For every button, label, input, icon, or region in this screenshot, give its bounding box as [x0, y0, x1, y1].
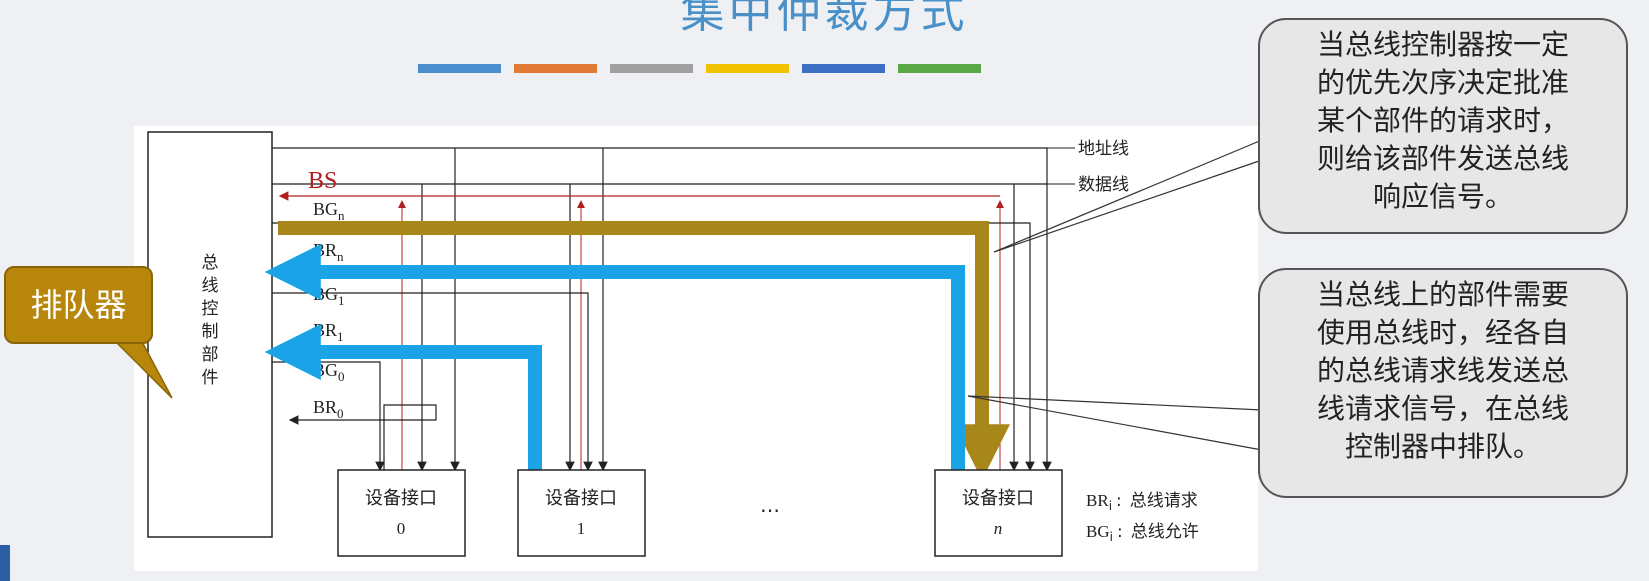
- callout-pointer: [993, 159, 1263, 253]
- side-tab: [0, 545, 10, 581]
- device-index: 1: [577, 519, 586, 538]
- signal-base: BR: [313, 397, 337, 417]
- signal-sub: 1: [337, 329, 344, 344]
- device-interface-n: 设备接口 n: [934, 469, 1063, 557]
- device-label: 设备接口: [962, 488, 1034, 509]
- legend-sub: i: [1109, 499, 1112, 513]
- device-ellipsis: …: [760, 493, 780, 517]
- color-bar: [802, 64, 885, 73]
- signal-base: BG: [313, 199, 338, 219]
- legend-br: BRi: 总线请求: [1086, 491, 1198, 513]
- signal-base: BR: [313, 240, 337, 260]
- address-line-label: 地址线: [1078, 139, 1129, 159]
- bs-drops: [398, 200, 1004, 470]
- signal-sub: 0: [338, 369, 345, 384]
- controller-char: 制: [202, 322, 219, 342]
- color-bar: [706, 64, 789, 73]
- signal-label-brn: BRn: [313, 240, 344, 264]
- device-interface-0: 设备接口 0: [337, 469, 466, 557]
- controller-char: 控: [202, 299, 219, 319]
- callout-line: 响应信号。: [1372, 180, 1513, 213]
- legend-colon: :: [1117, 522, 1123, 542]
- callout-pointer: [967, 395, 1263, 411]
- request-n-arrow: [264, 244, 965, 470]
- signal-base: BR: [313, 320, 337, 340]
- device-index: n: [994, 519, 1003, 538]
- color-bar-strip: [418, 64, 981, 73]
- signal-sub: 0: [337, 406, 344, 421]
- bs-label: BS: [308, 168, 337, 194]
- signal-sub: n: [337, 249, 344, 264]
- controller-char: 部: [202, 345, 219, 365]
- callout-line: 使用总线时，经各自: [1316, 316, 1569, 349]
- signal-base: BG: [313, 360, 338, 380]
- device-index: 0: [397, 519, 406, 538]
- controller-label: 总 线 控 制 部 件: [202, 253, 219, 388]
- callout-line: 当总线控制器按一定: [1316, 28, 1569, 61]
- legend-text: 总线允许: [1131, 522, 1199, 542]
- signal-label-bgn: BGn: [313, 199, 345, 223]
- device-box: [517, 469, 646, 557]
- color-bar: [418, 64, 501, 73]
- device-interface-1: 设备接口 1: [517, 469, 646, 557]
- signal-base: BG: [313, 284, 338, 304]
- signal-label-br1: BR1: [313, 320, 344, 344]
- signal-sub: n: [338, 208, 345, 223]
- callout-pointer: [993, 139, 1263, 253]
- color-bar: [898, 64, 981, 73]
- signal-label-bg0: BG0: [313, 360, 345, 384]
- grant-arrow: [278, 221, 1010, 481]
- color-bar: [610, 64, 693, 73]
- callout-pointers: [967, 139, 1263, 451]
- callout-request: 当总线上的部件需要 使用总线时，经各自 的总线请求线发送总 线请求信号，在总线 …: [1258, 268, 1628, 498]
- signal-label-bg1: BG1: [313, 284, 345, 308]
- callout-pointer: [967, 395, 1263, 451]
- signal-labels: BGn BRn BG1 BR1 BG0 BR0: [313, 199, 345, 421]
- device-box: [934, 469, 1063, 557]
- callout-line: 当总线上的部件需要: [1316, 278, 1569, 311]
- signal-legend: BRi:总线请求 BGi:总线允许: [1086, 491, 1199, 544]
- legend-base: BG: [1086, 522, 1110, 541]
- data-line-label: 数据线: [1078, 175, 1129, 195]
- callout-grant: 当总线控制器按一定 的优先次序决定批准 某个部件的请求时， 则给该部件发送总线 …: [1258, 18, 1628, 234]
- controller-char: 总: [202, 253, 219, 273]
- callout-line: 的优先次序决定批准: [1316, 66, 1569, 99]
- controller-char: 线: [202, 276, 219, 296]
- request-1-arrow: [264, 324, 542, 470]
- device-box: [337, 469, 466, 557]
- controller-char: 件: [202, 368, 219, 388]
- callout-line: 的总线请求线发送总: [1316, 354, 1569, 387]
- device-label: 设备接口: [545, 488, 617, 509]
- legend-bg: BGi: 总线允许: [1086, 522, 1199, 544]
- signal-sub: 1: [338, 293, 345, 308]
- legend-text: 总线请求: [1130, 491, 1198, 511]
- page-title: 集中仲裁方式: [680, 0, 969, 38]
- device-label: 设备接口: [365, 488, 437, 509]
- legend-base: BR: [1086, 491, 1109, 510]
- bg1-line: [272, 292, 593, 472]
- callout-line: 线请求信号，在总线: [1316, 392, 1569, 425]
- legend-colon: :: [1116, 491, 1122, 511]
- signal-label-br0: BR0: [313, 397, 344, 421]
- callout-line: 则给该部件发送总线: [1316, 142, 1569, 175]
- br0-line: [288, 404, 437, 470]
- queue-label: 排队器: [4, 266, 153, 344]
- callout-line: 控制器中排队。: [1344, 430, 1541, 463]
- legend-sub: i: [1110, 530, 1113, 544]
- color-bar: [514, 64, 597, 73]
- callout-line: 某个部件的请求时，: [1316, 104, 1569, 137]
